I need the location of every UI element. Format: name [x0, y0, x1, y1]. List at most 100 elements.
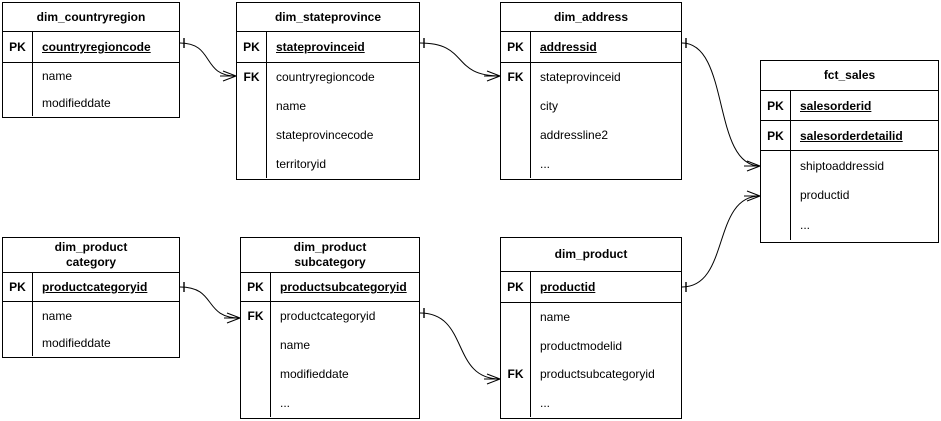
entity-title: dim_stateprovince: [237, 3, 419, 32]
key-indicator: [3, 302, 32, 329]
key-indicator: [501, 303, 530, 332]
many-cardinality-marker: [744, 190, 761, 202]
many-cardinality-marker: [744, 160, 761, 172]
attribute-column: shiptoaddressid productid...: [791, 151, 938, 240]
key-indicator: [761, 210, 790, 240]
entity-title: dim_address: [501, 3, 681, 32]
relationship-address-to-sales: [681, 38, 761, 172]
key-indicator: PK: [241, 273, 271, 301]
key-indicator: [237, 149, 266, 178]
key-column: FK: [501, 63, 531, 178]
attribute-row[interactable]: PK stateprovinceid: [237, 32, 419, 63]
many-cardinality-marker: [224, 312, 241, 324]
attribute-name: modifieddate: [280, 366, 349, 381]
entity-title: dim_product category: [3, 238, 179, 273]
key-indicator: FK: [507, 70, 524, 85]
attribute-name: modifieddate: [42, 335, 111, 350]
key-column: FK: [501, 303, 531, 417]
attribute-row[interactable]: PK productcategoryid: [3, 273, 179, 302]
relationship-productsubcategory-to-product: [419, 308, 501, 385]
key-indicator: PK: [3, 273, 33, 301]
entity-title: fct_sales: [761, 61, 938, 91]
key-indicator: [237, 121, 266, 150]
key-column: [3, 63, 33, 116]
key-indicator: [761, 151, 790, 181]
entity-title: dim_product: [501, 238, 681, 272]
key-indicator: PK: [3, 32, 33, 62]
attribute-name: name: [42, 69, 73, 84]
key-indicator: [501, 149, 530, 178]
attribute-name: salesorderid: [800, 98, 872, 113]
attribute-name: salesorderdetailid: [800, 128, 903, 143]
attribute-name: ...: [540, 395, 551, 410]
attribute-name: ...: [280, 395, 291, 410]
attribute-column: name modifieddate: [33, 63, 179, 116]
key-indicator: PK: [761, 121, 791, 150]
key-indicator: [241, 331, 270, 360]
attribute-name: city: [540, 99, 558, 114]
attribute-name: addressline2: [540, 127, 609, 142]
attribute-row[interactable]: PK productsubcategoryid: [241, 273, 419, 302]
key-indicator: [237, 92, 266, 121]
many-cardinality-marker: [220, 70, 237, 82]
attribute-name: modifieddate: [42, 95, 111, 110]
attribute-name: productcategoryid: [42, 280, 148, 294]
key-indicator: [501, 92, 530, 121]
attribute-name: name: [276, 99, 307, 114]
attribute-name: stateprovinceid: [276, 40, 365, 54]
attribute-name: productmodelid: [540, 338, 623, 353]
relationship-stateprovince-to-address: [419, 38, 501, 82]
attribute-name: countryregioncode: [276, 70, 375, 85]
attribute-name: ...: [800, 218, 811, 233]
attribute-row[interactable]: PK countryregioncode: [3, 32, 179, 63]
attribute-body: shiptoaddressid productid...: [761, 151, 938, 240]
key-indicator: [501, 389, 530, 418]
attribute-column: productcategoryid name modifieddate...: [271, 302, 419, 417]
entity-title: dim_countryregion: [3, 3, 179, 32]
attribute-name: productsubcategoryid: [280, 280, 407, 294]
relationship-countryregion-to-stateprovince: [179, 38, 237, 82]
attribute-name: territoryid: [276, 156, 327, 171]
attribute-name: shiptoaddressid: [800, 158, 885, 173]
key-indicator: PK: [237, 32, 267, 62]
attribute-name: productsubcategoryid: [540, 367, 655, 382]
key-indicator: FK: [243, 70, 260, 85]
key-indicator: [501, 121, 530, 150]
key-indicator: [761, 181, 790, 211]
key-column: [761, 151, 791, 240]
relationship-product-to-sales: [681, 190, 761, 292]
attribute-name: name: [280, 338, 311, 353]
attribute-name: productid: [800, 188, 850, 203]
attribute-name: countryregioncode: [42, 40, 151, 54]
key-column: [3, 302, 33, 356]
relationship-productcategory-to-subcategory: [179, 282, 241, 324]
attribute-name: productcategoryid: [280, 309, 376, 324]
key-indicator: [241, 360, 270, 389]
attribute-name: ...: [540, 156, 551, 171]
attribute-name: addressid: [540, 40, 597, 54]
attribute-row[interactable]: PK salesorderdetailid: [761, 121, 938, 151]
key-column: FK: [237, 63, 267, 178]
key-indicator: [3, 63, 32, 90]
key-indicator: [241, 388, 270, 417]
attribute-name: productid: [540, 280, 596, 294]
many-cardinality-marker: [484, 373, 501, 385]
